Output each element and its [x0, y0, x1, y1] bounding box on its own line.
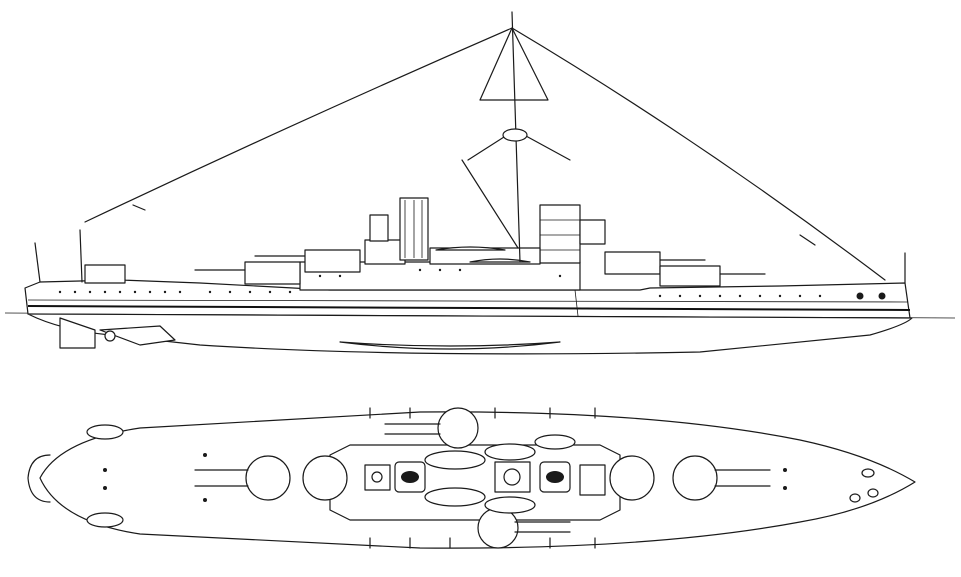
aft-bridge [579, 219, 606, 245]
stern-staff [34, 242, 41, 283]
plan-turret-aft-inner [302, 455, 348, 501]
turret-aft-2 [659, 265, 766, 287]
plan-aft-bridge [579, 464, 606, 496]
aft-stay [511, 27, 886, 281]
turret-aft-small [84, 264, 126, 284]
plan-turret-wing-top [384, 407, 479, 449]
jack-staff [79, 229, 83, 283]
rudder [59, 317, 96, 349]
fore-bridge-house [364, 239, 406, 265]
plan-boat [534, 434, 576, 450]
plan-boat [424, 487, 486, 507]
plan-view [27, 407, 916, 549]
portholes [856, 292, 886, 300]
plan-turret-fore-outer [672, 455, 771, 501]
funnel-top [401, 471, 419, 483]
aft-tower [539, 204, 581, 264]
plan-boat [424, 450, 486, 470]
funnel-top [546, 471, 564, 483]
derrick [461, 159, 519, 249]
fighting-top [502, 128, 528, 142]
plan-boat [484, 443, 536, 461]
aft-stay-block [799, 234, 816, 246]
mast-tripod [479, 27, 549, 101]
propeller [104, 330, 116, 342]
bilge-keel [339, 341, 561, 350]
plan-turret-fore-inner [609, 455, 655, 501]
plan-boat [86, 424, 124, 440]
propeller-shaft [99, 325, 176, 346]
boat [469, 258, 531, 263]
profile-view [4, 11, 956, 355]
turret-fore-2 [304, 249, 361, 273]
fore-stay-block [132, 204, 146, 211]
porthole-row [58, 268, 822, 298]
deck-bollards [103, 453, 787, 502]
deck-line [27, 299, 909, 303]
plan-boat [484, 496, 536, 514]
stern-walk [27, 454, 51, 503]
anchor [849, 493, 861, 503]
hull-joint [574, 289, 579, 317]
anchor [861, 468, 875, 478]
armor-belt [27, 305, 911, 311]
plan-boat [86, 512, 124, 528]
boat [435, 246, 506, 251]
turret-aft-1 [604, 251, 706, 275]
fore-stay [84, 27, 513, 223]
conning-tower [369, 214, 389, 242]
anchor [867, 488, 879, 498]
deck-fittings [369, 407, 596, 549]
plan-turret-aft-outer [194, 455, 291, 501]
turret-fore-1 [194, 255, 306, 285]
